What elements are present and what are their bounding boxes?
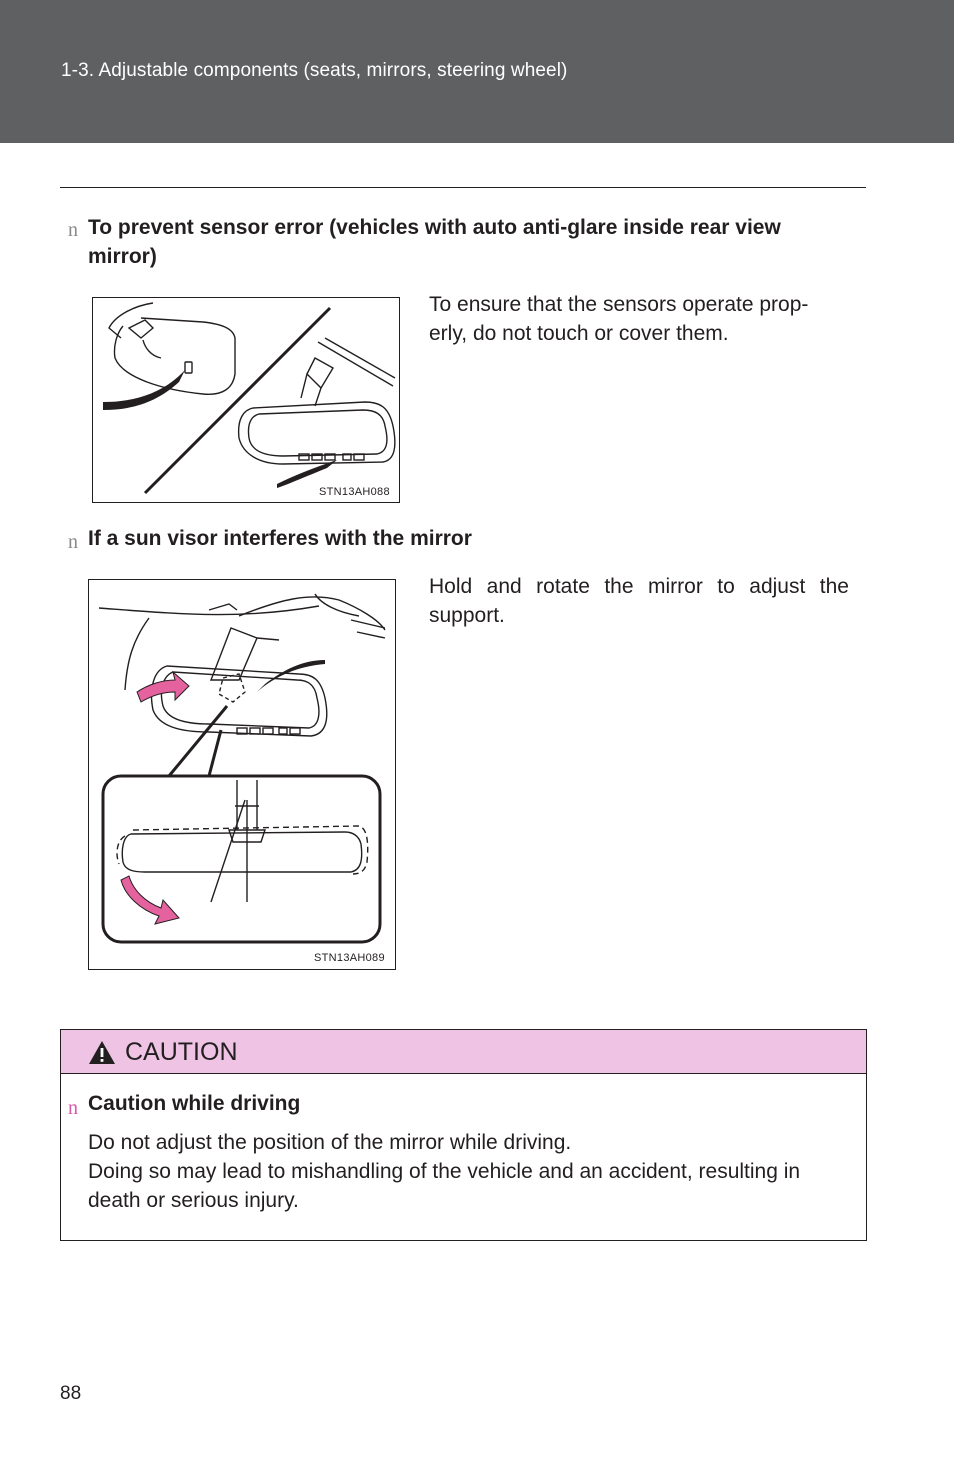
caution-header: CAUTION (61, 1030, 866, 1074)
bullet-marker: n (68, 531, 78, 553)
section-title: 1-3. Adjustable components (seats, mirro… (61, 60, 568, 81)
figure-code: STN13AH088 (319, 486, 390, 498)
caution-text: death or serious injury. (88, 1189, 299, 1212)
section-heading-sun-visor: If a sun visor interferes with the mirro… (88, 527, 472, 550)
warning-icon (89, 1041, 115, 1064)
page-number: 88 (60, 1383, 82, 1404)
page-header: 1-3. Adjustable components (seats, mirro… (0, 0, 954, 143)
figure-code: STN13AH089 (314, 952, 385, 964)
body-line: support. (429, 604, 505, 627)
section-heading-sensor: To prevent sensor error (vehicles with a… (88, 213, 781, 271)
heading-line: To prevent sensor error (vehicles with a… (88, 216, 781, 239)
sun-visor-instruction: Hold and rotate the mirror to adjust the… (429, 572, 849, 630)
bullet-marker: n (68, 219, 78, 241)
mirror-sensor-figure: STN13AH088 (92, 297, 400, 503)
mirror-rotate-illustration (98, 593, 386, 944)
bullet-marker: n (68, 1097, 78, 1119)
divider (60, 187, 866, 188)
caution-box: CAUTION n Caution while driving Do not a… (60, 1029, 867, 1241)
body-line: Hold and rotate the mirror to adjust the (429, 575, 849, 598)
body-line: To ensure that the sensors operate prop- (429, 293, 809, 316)
sun-visor-figure: STN13AH089 (88, 579, 396, 970)
caution-title: Caution while driving (88, 1092, 301, 1115)
sensor-instruction: To ensure that the sensors operate prop-… (429, 290, 849, 348)
caution-text: Do not adjust the position of the mirror… (88, 1131, 572, 1154)
heading-line: mirror) (88, 245, 157, 268)
mirror-sensor-illustration (103, 302, 396, 495)
body-line: erly, do not touch or cover them. (429, 322, 729, 345)
caution-text: Doing so may lead to mishandling of the … (88, 1160, 801, 1183)
caution-label: CAUTION (125, 1038, 238, 1066)
